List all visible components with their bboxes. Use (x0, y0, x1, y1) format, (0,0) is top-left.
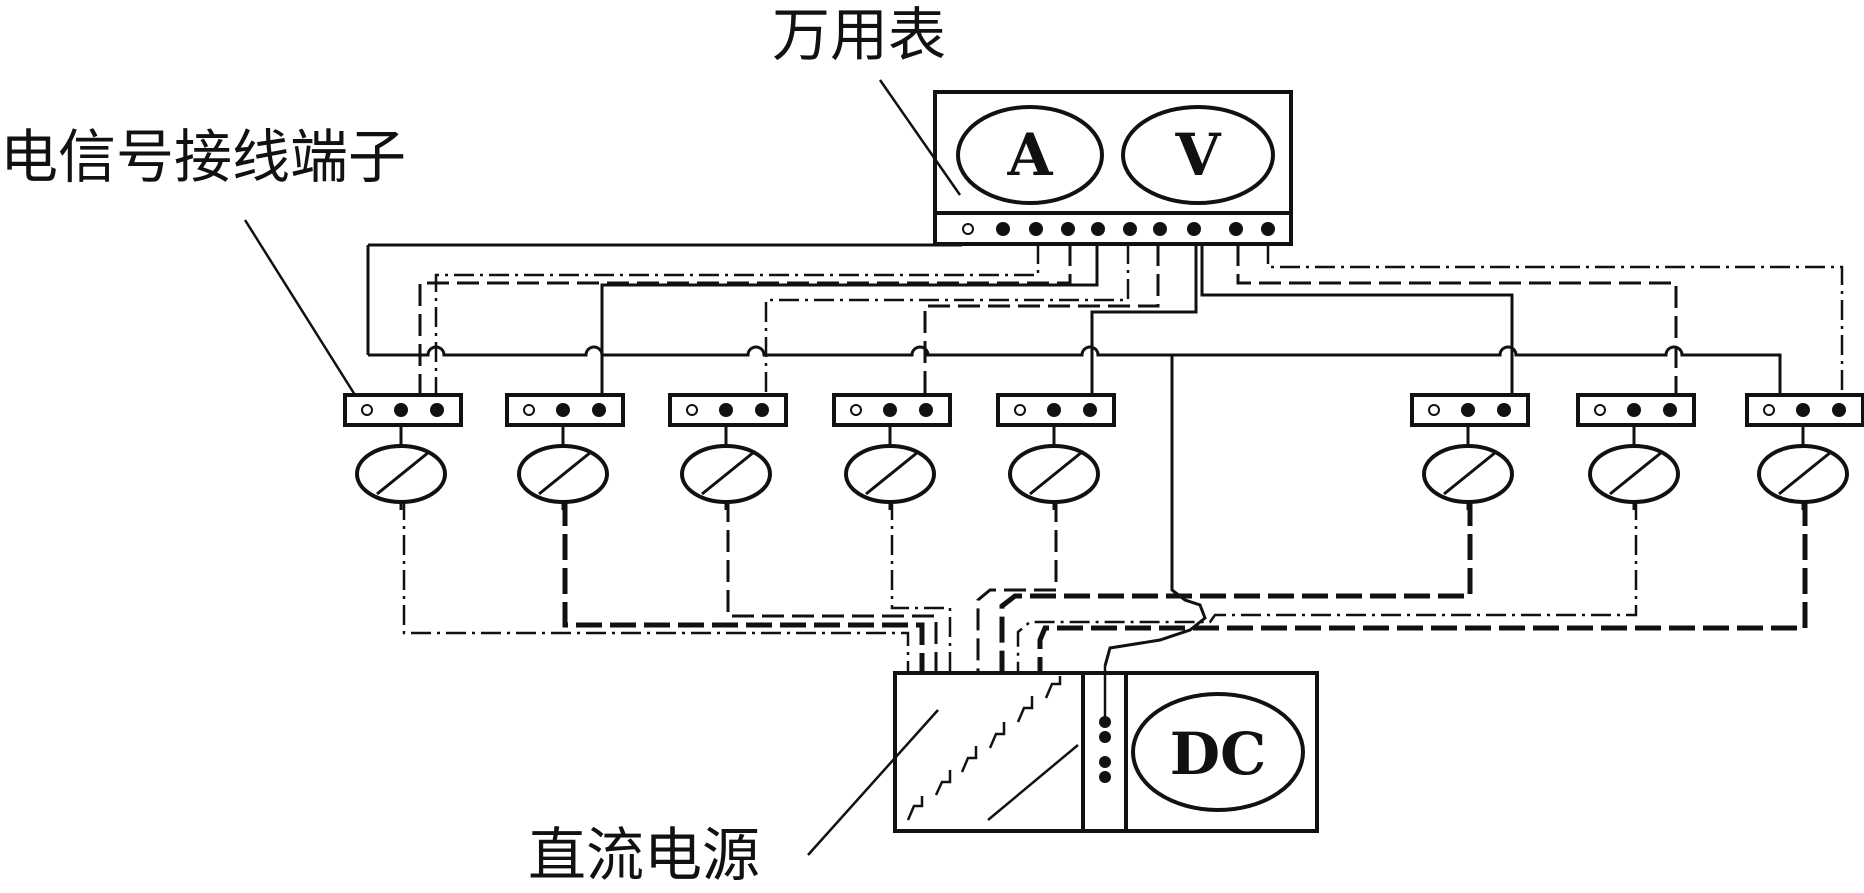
terminal-pin (1428, 404, 1440, 416)
supply-wire-6 (999, 500, 1473, 673)
voltmeter-symbol: V (1174, 121, 1221, 189)
gauge-needle (538, 450, 592, 496)
gauge-needle (1443, 450, 1497, 496)
meter-terminal (1029, 222, 1043, 236)
terminal-pin (1497, 403, 1511, 417)
terminal-pin (1796, 403, 1810, 417)
common-bus-wire (366, 243, 1782, 667)
terminal-pin (1014, 404, 1026, 416)
sensor-unit-7 (1576, 393, 1696, 510)
terminal-pin (394, 403, 408, 417)
meter-wire-3 (600, 244, 1099, 395)
terminal-pin (1047, 403, 1061, 417)
meter-wire-2 (418, 244, 1072, 395)
dc-power-supply: DC (893, 666, 1319, 833)
dc-output-terminals (1099, 666, 1111, 783)
terminal-pin (919, 403, 933, 417)
meter-terminal (1261, 222, 1275, 236)
meter-terminal (1091, 222, 1105, 236)
meter-wire-5 (923, 244, 1160, 395)
terminal-leader (243, 219, 357, 396)
multimeter: A V (933, 90, 1293, 246)
sensor-unit-5 (996, 393, 1116, 510)
meter-terminal (1229, 222, 1243, 236)
terminal-pin (883, 403, 897, 417)
meter-wire-1 (434, 244, 1040, 395)
terminal-pin (1594, 404, 1606, 416)
terminal-pin (1627, 403, 1641, 417)
meter-wire-9 (1266, 244, 1844, 395)
gauge-needle (1029, 450, 1083, 496)
meter-terminal (1187, 222, 1201, 236)
dc-supply-label: 直流电源 (528, 821, 761, 889)
supply-wire-2 (562, 500, 925, 673)
supply-wire-5 (976, 500, 1058, 673)
dc-display (1131, 692, 1305, 812)
sensor-unit-4 (832, 393, 952, 510)
dc-channel-steps (906, 676, 1062, 821)
terminal-pin (850, 404, 862, 416)
multimeter-terminals (962, 222, 1275, 236)
terminal-pin (523, 404, 535, 416)
terminal-pin (686, 404, 698, 416)
meter-terminal (1123, 222, 1137, 236)
terminal-pin (1663, 403, 1677, 417)
meter-terminal (1061, 222, 1075, 236)
gauge-needle (376, 450, 430, 496)
sensor-unit-8 (1745, 393, 1864, 510)
sensor-unit-1 (343, 393, 463, 510)
ammeter-symbol: A (1006, 121, 1053, 189)
terminal-pin (1461, 403, 1475, 417)
dc-supply-leader (807, 709, 939, 856)
terminal-pin (430, 403, 444, 417)
sensor-unit-2 (505, 393, 625, 510)
terminal-pin (361, 404, 373, 416)
meter-wire-7 (1200, 244, 1514, 395)
sensor-unit-3 (668, 393, 788, 510)
terminal-pin (1083, 403, 1097, 417)
meter-wire-4 (764, 244, 1130, 395)
meter-terminal (962, 223, 974, 235)
terminal-pin (1763, 404, 1775, 416)
sensor-unit-6 (1410, 393, 1530, 510)
supply-wire-4 (890, 500, 952, 673)
voltmeter-dial (1121, 105, 1275, 205)
meter-terminal (996, 222, 1010, 236)
supply-wire-7 (1016, 500, 1638, 673)
multimeter-label: 万用表 (772, 1, 947, 69)
meter-wire-8 (1236, 244, 1678, 395)
supply-wire-1 (402, 500, 910, 673)
gauge-needle (865, 450, 919, 496)
meter-wire-6 (1090, 244, 1198, 395)
terminal-pin (556, 403, 570, 417)
meter-terminal (1153, 222, 1167, 236)
gauge-needle (701, 450, 755, 496)
supply-wire-8 (1037, 500, 1808, 673)
terminal-pin (1832, 403, 1846, 417)
ammeter-dial (956, 105, 1104, 205)
terminal-pin (592, 403, 606, 417)
sensor-array (343, 393, 1864, 510)
terminal-pin (719, 403, 733, 417)
terminal-pin (755, 403, 769, 417)
gauge-needle (1778, 450, 1832, 496)
dc-symbol: DC (1170, 720, 1266, 788)
multimeter-leader (878, 79, 962, 196)
supply-wire-3 (726, 500, 938, 673)
terminal-label: 电信号接线端子 (0, 123, 407, 191)
gauge-needle (1609, 450, 1663, 496)
